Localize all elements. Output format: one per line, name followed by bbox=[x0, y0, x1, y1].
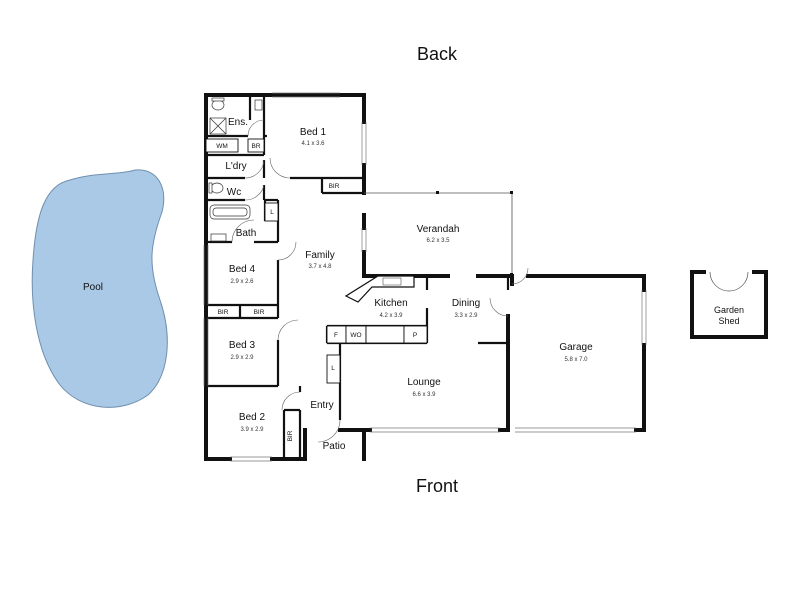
room-patio-name: Patio bbox=[323, 441, 346, 452]
room-laundry-name: L'dry bbox=[225, 161, 246, 172]
back-label: Back bbox=[417, 44, 458, 64]
room-garage-dims: 5.8 x 7.0 bbox=[564, 357, 588, 363]
room-wc-name: Wc bbox=[227, 187, 241, 198]
door-swings bbox=[231, 119, 529, 443]
kitchen-sink bbox=[382, 277, 402, 286]
laundry-br-label: BR bbox=[251, 143, 260, 150]
pool-shape bbox=[31, 169, 168, 408]
garden-shed-label-1: Garden bbox=[714, 305, 744, 315]
room-bed3-name: Bed 3 bbox=[229, 340, 256, 351]
room-bed4-name: Bed 4 bbox=[229, 264, 256, 275]
room-kitchen-dims: 4.2 x 3.9 bbox=[379, 313, 403, 319]
room-dining-name: Dining bbox=[452, 298, 480, 309]
garden-shed: Garden Shed bbox=[690, 270, 768, 339]
bed3-bir-label: BIR bbox=[254, 309, 265, 316]
room-bath-name: Bath bbox=[236, 228, 257, 239]
room-labels: Ens. Bed 1 4.1 x 3.6 L'dry Wc Bath Veran… bbox=[225, 117, 593, 452]
pantry-label: P bbox=[413, 332, 417, 339]
room-bed1-name: Bed 1 bbox=[300, 127, 327, 138]
room-bed2-name: Bed 2 bbox=[239, 412, 266, 423]
fridge-label: F bbox=[334, 332, 338, 339]
room-bed3-dims: 2.9 x 2.9 bbox=[230, 355, 254, 361]
fixtures bbox=[208, 97, 263, 242]
room-lounge-name: Lounge bbox=[407, 377, 441, 388]
room-bed4-dims: 2.9 x 2.6 bbox=[230, 279, 254, 285]
room-family-dims: 3.7 x 4.8 bbox=[308, 264, 332, 270]
room-dining-dims: 3.3 x 2.9 bbox=[454, 313, 478, 319]
room-kitchen-name: Kitchen bbox=[374, 298, 407, 309]
bed1-bir-label: BIR bbox=[329, 183, 340, 190]
room-ensuite-name: Ens. bbox=[228, 117, 248, 128]
bed2-bir-label: BIR bbox=[287, 430, 294, 441]
pool-label: Pool bbox=[83, 282, 103, 293]
room-verandah-dims: 6.2 x 3.5 bbox=[426, 238, 450, 244]
room-family-name: Family bbox=[305, 250, 334, 261]
entry-linen-label: L bbox=[331, 365, 335, 372]
room-verandah-name: Verandah bbox=[417, 224, 460, 235]
room-bed1-dims: 4.1 x 3.6 bbox=[301, 141, 325, 147]
room-garage-name: Garage bbox=[559, 342, 593, 353]
wall-oven-label: WO bbox=[350, 332, 361, 339]
kitchen-island bbox=[344, 275, 415, 303]
exterior-walls bbox=[204, 93, 646, 461]
room-entry-name: Entry bbox=[310, 400, 333, 411]
fixture-boxes bbox=[205, 138, 428, 384]
verandah-posts bbox=[436, 191, 513, 276]
linen-label: L bbox=[270, 209, 274, 216]
room-lounge-dims: 6.6 x 3.9 bbox=[412, 392, 436, 398]
bed4-bir-label: BIR bbox=[218, 309, 229, 316]
washing-machine-label: WM bbox=[216, 143, 228, 150]
garden-shed-label-2: Shed bbox=[718, 316, 739, 326]
front-label: Front bbox=[416, 476, 458, 496]
windows bbox=[203, 92, 647, 462]
room-bed2-dims: 3.9 x 2.9 bbox=[240, 427, 264, 433]
